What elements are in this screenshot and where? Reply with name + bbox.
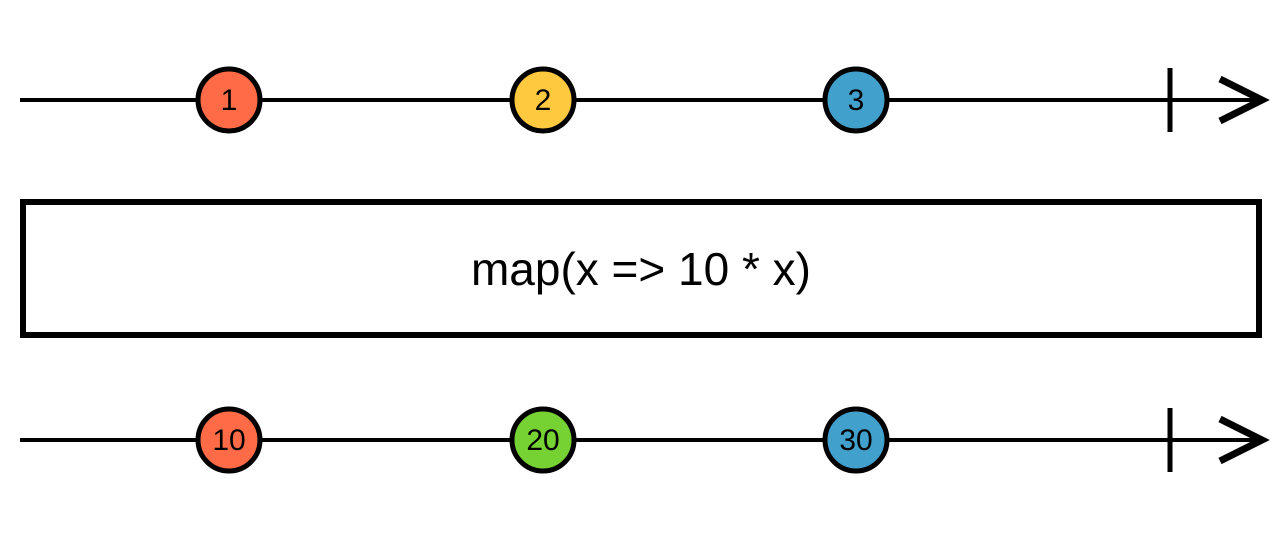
marble: 3 <box>822 66 890 134</box>
marble-circle <box>195 66 263 134</box>
output-stream-arrowhead-icon <box>1218 415 1270 465</box>
marble-circle <box>822 66 890 134</box>
input-stream-arrowhead-icon <box>1218 75 1270 125</box>
marble: 20 <box>509 406 577 474</box>
input-stream: 1 2 3 <box>20 66 1270 134</box>
marble: 2 <box>509 66 577 134</box>
marble-label: 3 <box>848 84 865 117</box>
marble: 1 <box>195 66 263 134</box>
operator-box: map(x => 10 * x) <box>20 199 1262 338</box>
output-stream: 10 20 30 <box>20 406 1270 474</box>
marble-label: 10 <box>212 424 245 457</box>
marble: 10 <box>195 406 263 474</box>
marble-circle <box>195 406 263 474</box>
marble-label: 1 <box>221 84 238 117</box>
marble-label: 20 <box>526 424 559 457</box>
marble-circle <box>509 66 577 134</box>
operator-label: map(x => 10 * x) <box>470 242 812 295</box>
marble-circle <box>822 406 890 474</box>
marble: 30 <box>822 406 890 474</box>
marble-label: 30 <box>839 424 872 457</box>
marble-label: 2 <box>535 84 552 117</box>
marble-circle <box>509 406 577 474</box>
